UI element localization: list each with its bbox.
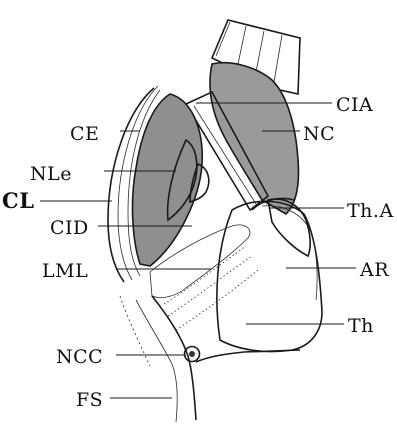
label-ar: AR <box>359 259 389 281</box>
caudate-nucleus-region <box>210 63 299 214</box>
label-cid: CID <box>50 217 89 239</box>
label-tha: Th.A <box>347 200 394 222</box>
label-ncc: NCC <box>56 346 103 368</box>
thalamus-region <box>217 201 322 351</box>
label-fs: FS <box>76 389 103 411</box>
label-cl: CL <box>2 188 34 213</box>
lower-stalk <box>120 296 300 422</box>
label-nle: NLe <box>30 163 72 185</box>
label-cia: CIA <box>336 94 373 116</box>
label-th: Th <box>348 315 374 337</box>
label-lml: LML <box>42 260 88 282</box>
label-nc: NC <box>303 123 335 145</box>
putamen-region <box>133 94 203 266</box>
label-ce: CE <box>70 123 99 145</box>
